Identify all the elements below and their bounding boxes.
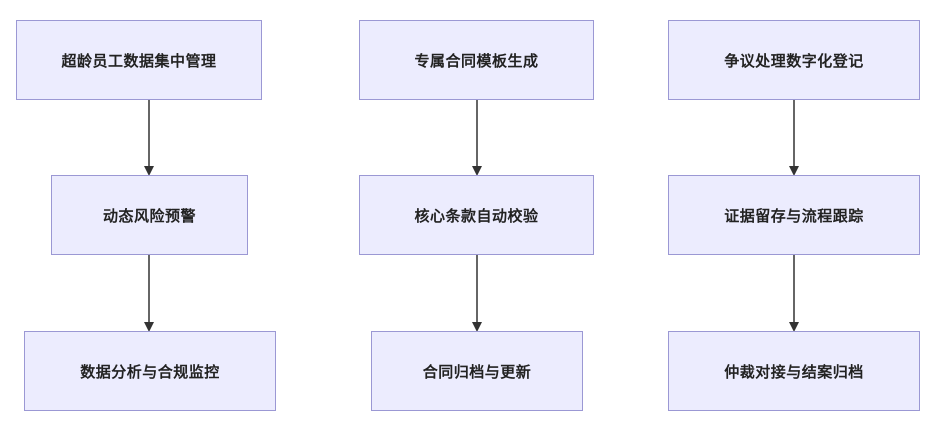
node-clause-validation: 核心条款自动校验 [359, 175, 594, 255]
node-evidence-tracking: 证据留存与流程跟踪 [668, 175, 920, 255]
node-compliance-monitoring: 数据分析与合规监控 [24, 331, 276, 411]
node-arbitration-closure: 仲裁对接与结案归档 [668, 331, 920, 411]
node-employee-data-management: 超龄员工数据集中管理 [16, 20, 262, 100]
node-contract-archive: 合同归档与更新 [371, 331, 583, 411]
node-risk-alert: 动态风险预警 [51, 175, 248, 255]
node-dispute-registration: 争议处理数字化登记 [668, 20, 920, 100]
node-contract-template: 专属合同模板生成 [359, 20, 594, 100]
